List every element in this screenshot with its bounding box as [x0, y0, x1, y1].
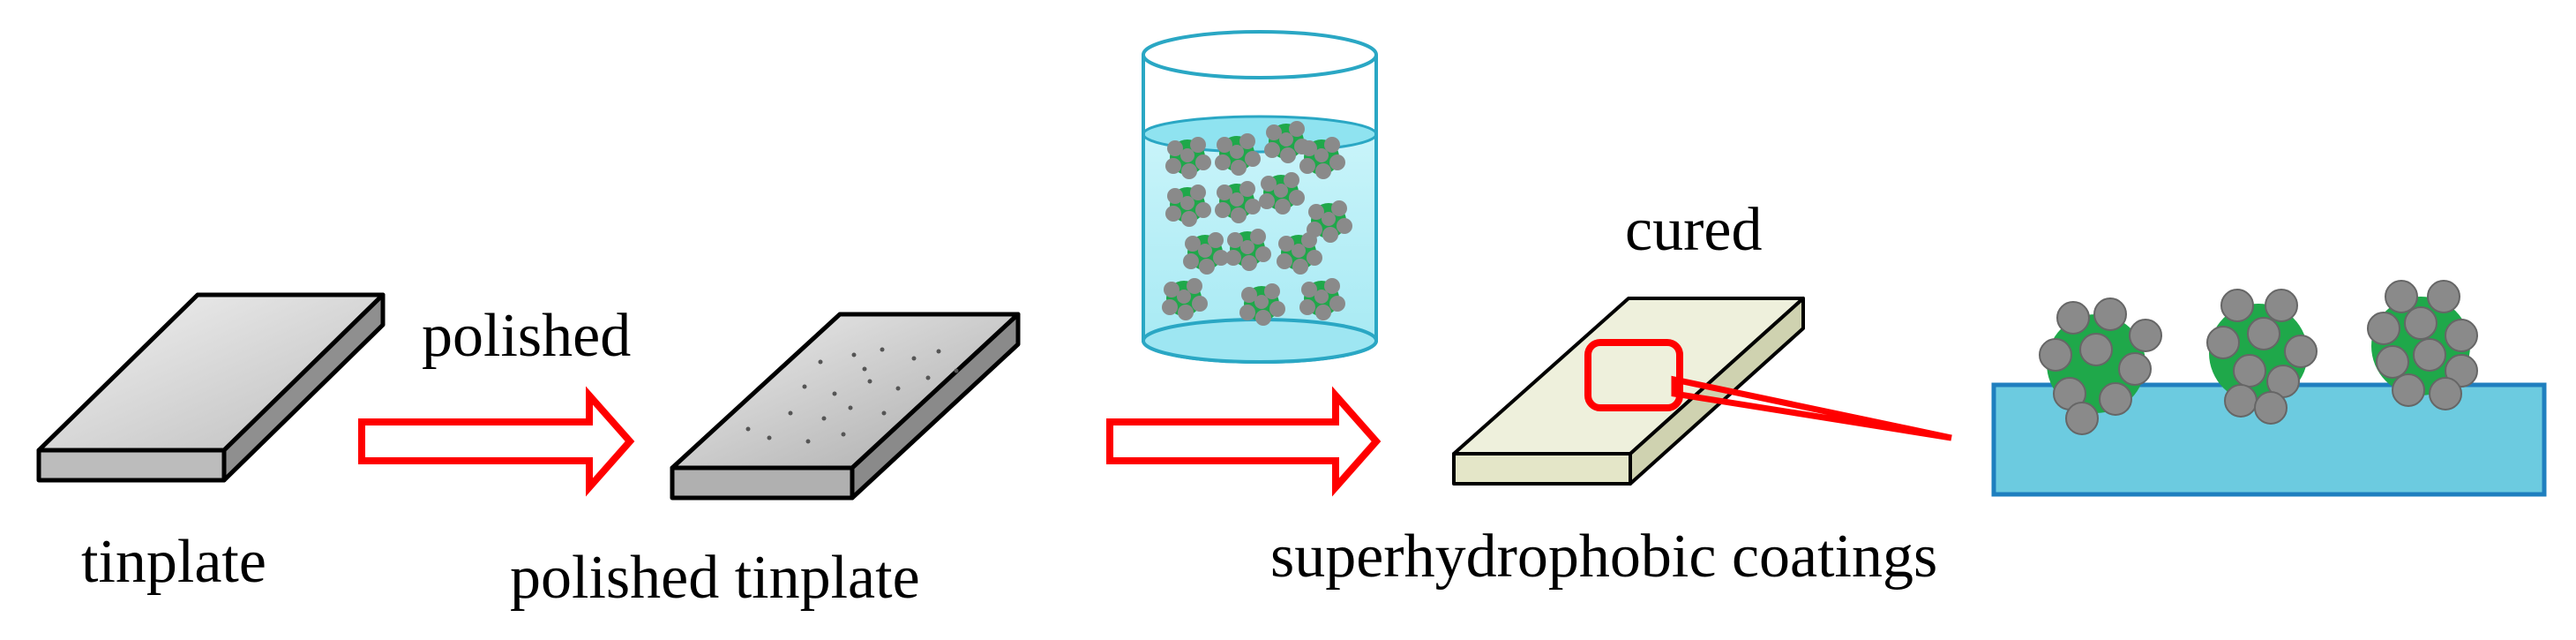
magnified-surface: [1991, 280, 2547, 497]
coating-particle-1: [2039, 297, 2162, 435]
process-arrow-1: [358, 386, 635, 497]
polished-tinplate-plate: [670, 312, 1021, 501]
process-arrow-2: [1106, 386, 1382, 497]
magnify-frame: [1584, 339, 1683, 411]
tinplate-plate: [36, 292, 386, 483]
coating-particle-3: [2367, 280, 2478, 410]
label-tinplate: tinplate: [81, 528, 266, 596]
magnify-pointer: [1671, 375, 1952, 441]
polish-marks: [745, 347, 959, 444]
label-superhydrophobic-coatings: superhydrophobic coatings: [1270, 523, 1938, 591]
beaker-suspension: [1142, 30, 1378, 364]
label-polished-tinplate: polished tinplate: [510, 544, 920, 612]
label-cured-step: cured: [1625, 196, 1763, 264]
label-polished-step: polished: [422, 302, 632, 370]
coating-particle-2: [2206, 289, 2318, 425]
coated-plate: [1452, 297, 1952, 486]
